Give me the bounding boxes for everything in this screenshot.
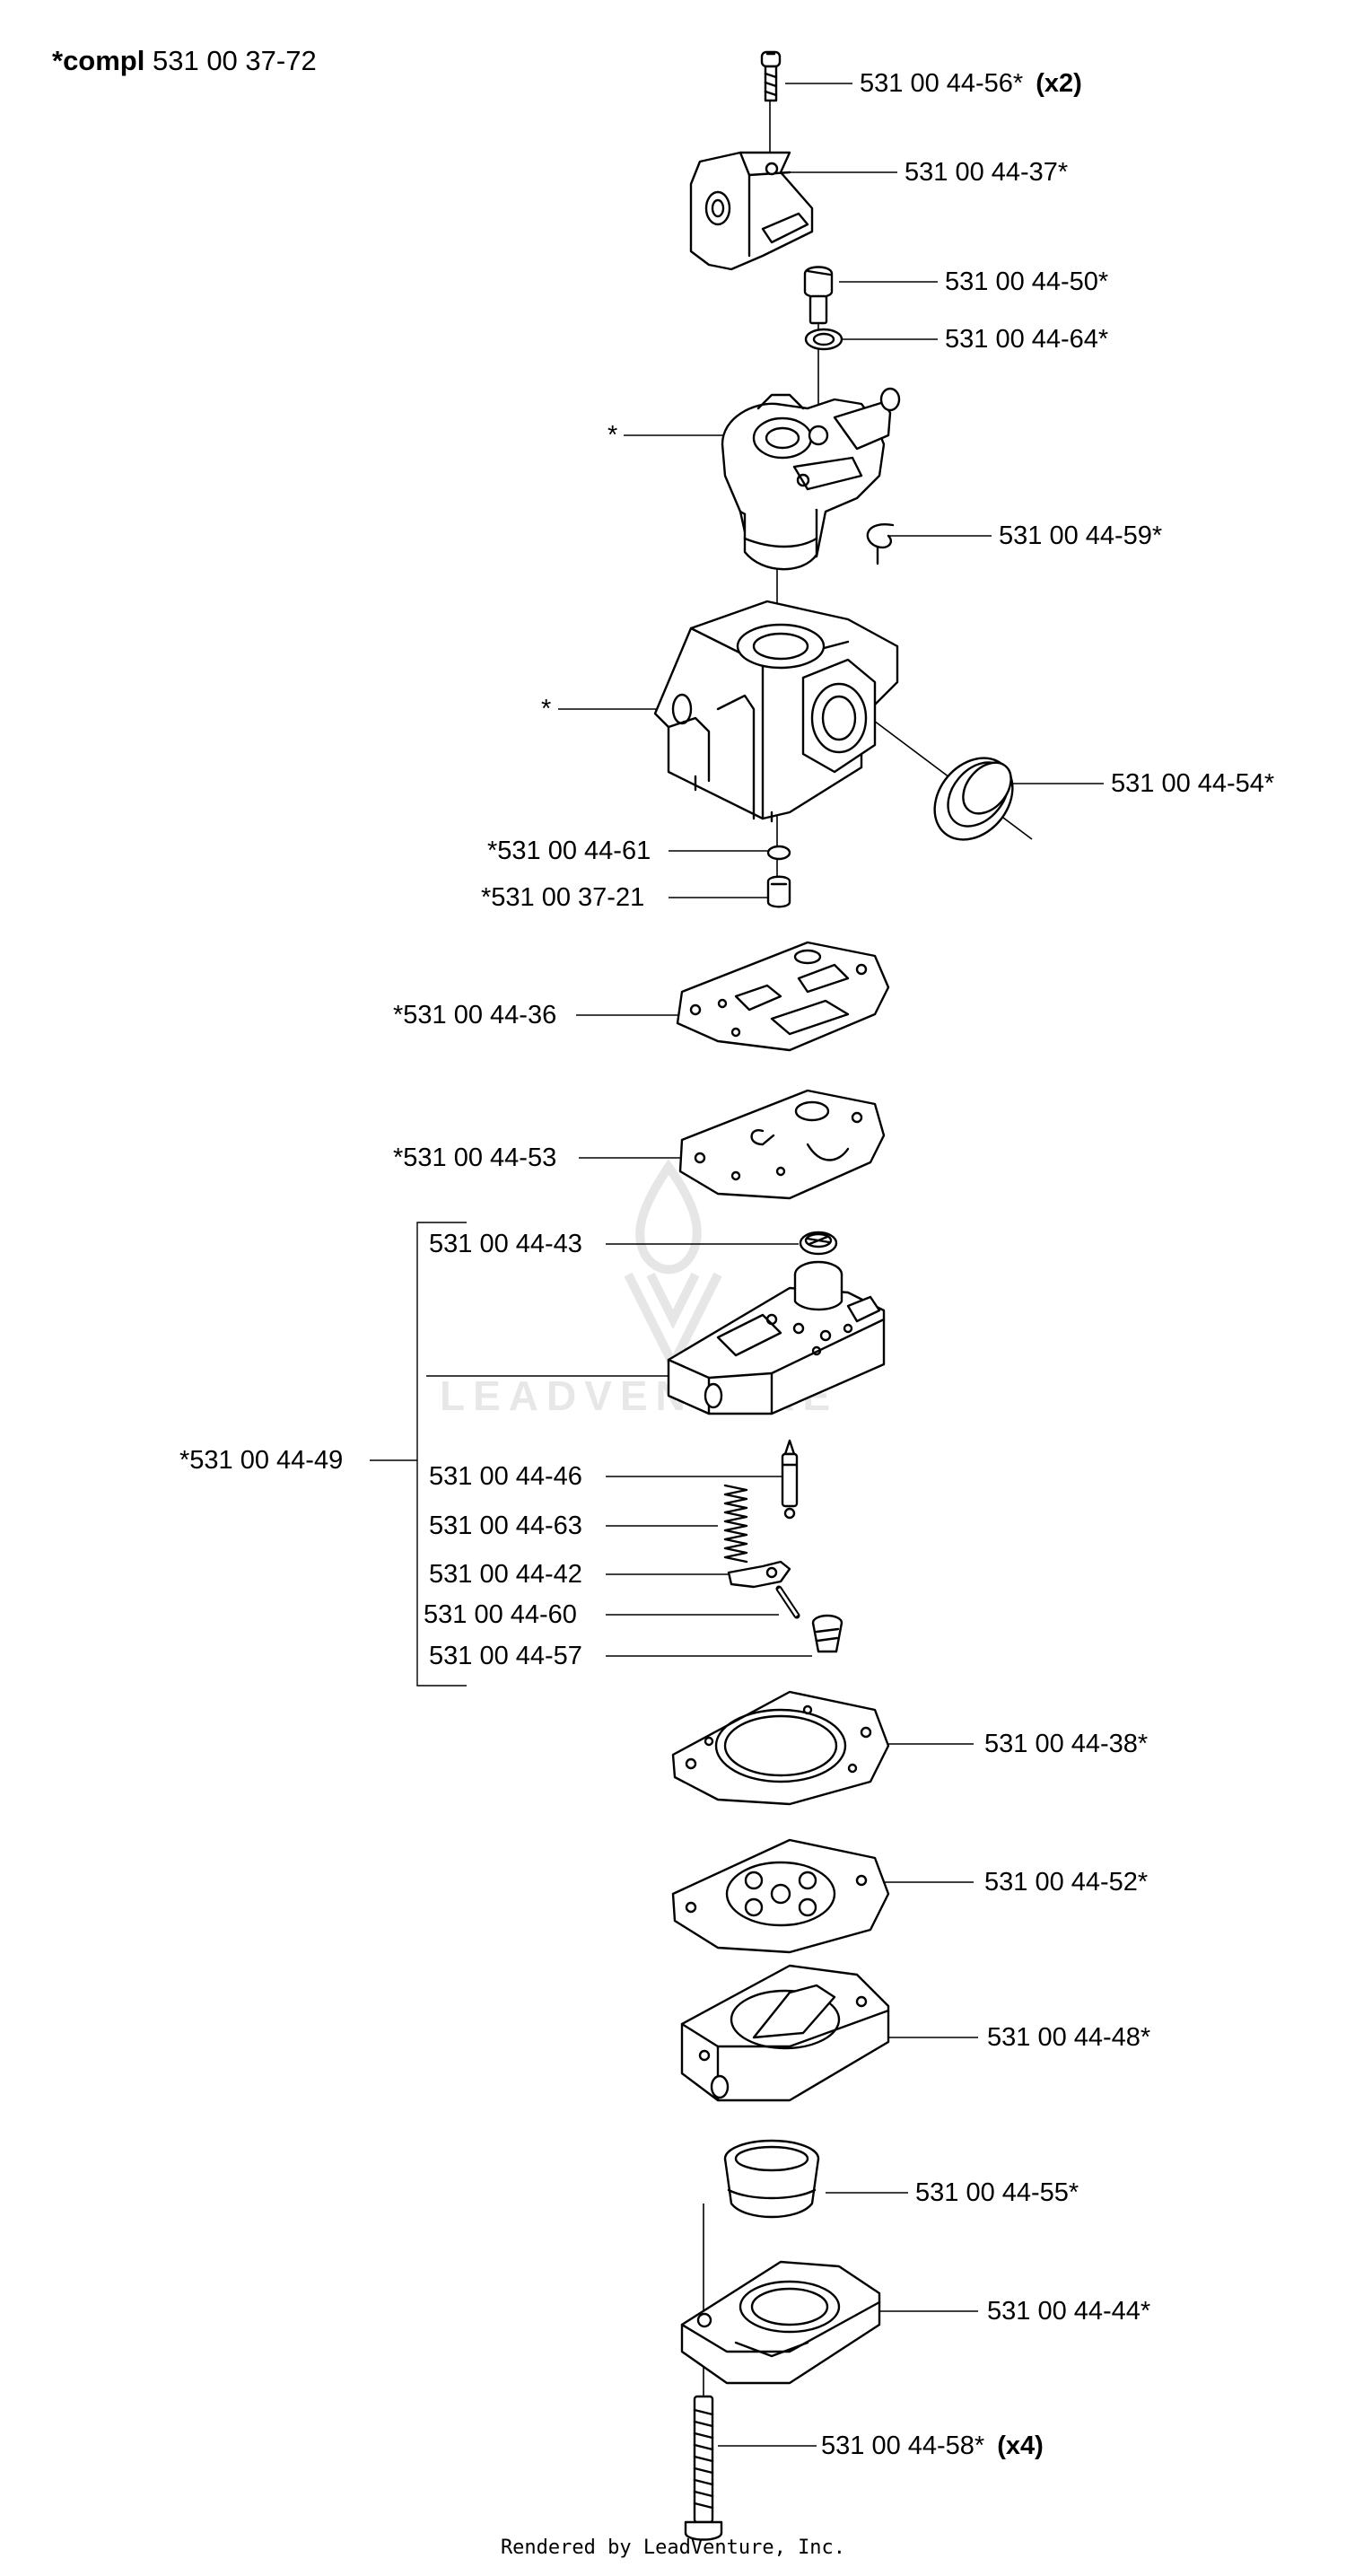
throttle-housing bbox=[721, 387, 901, 571]
callout-531-00-44-63[interactable]: 531 00 44-63 bbox=[429, 1511, 582, 1540]
quantity: (x4) bbox=[997, 2431, 1044, 2460]
lever-screw-44-57 bbox=[811, 1614, 843, 1653]
callout-531-00-44-52[interactable]: 531 00 44-52* bbox=[984, 1868, 1149, 1897]
seal-ring-44-54 bbox=[933, 757, 1014, 841]
diaphragm-44-52 bbox=[671, 1838, 890, 1954]
callout-531-00-44-56[interactable]: 531 00 44-56* (x2) bbox=[860, 68, 1082, 99]
callout-carburetor-body-asterisk[interactable]: * bbox=[541, 695, 552, 723]
callout-531-00-44-55[interactable]: 531 00 44-55* bbox=[915, 2178, 1079, 2207]
quantity: (x2) bbox=[1036, 69, 1082, 98]
screw-44-56 bbox=[760, 50, 782, 102]
callout-531-00-44-42[interactable]: 531 00 44-42 bbox=[429, 1560, 582, 1589]
callout-531-00-44-37[interactable]: 531 00 44-37* bbox=[905, 158, 1069, 187]
primer-flange-44-44 bbox=[680, 2260, 881, 2385]
clip-44-59 bbox=[866, 523, 895, 565]
carburetor-body bbox=[653, 600, 899, 823]
lever-pin-44-60 bbox=[775, 1585, 800, 1619]
metering-lever-44-42 bbox=[727, 1560, 791, 1589]
callout-531-00-44-44[interactable]: 531 00 44-44* bbox=[987, 2297, 1151, 2326]
part-number: 531 00 44-58* bbox=[821, 2431, 985, 2460]
callout-531-00-44-36[interactable]: *531 00 44-36 bbox=[393, 1001, 557, 1030]
callout-531-00-44-57[interactable]: 531 00 44-57 bbox=[429, 1642, 582, 1670]
throttle-bracket-44-37 bbox=[689, 151, 814, 271]
callout-531-00-44-46[interactable]: 531 00 44-46 bbox=[429, 1462, 582, 1491]
callout-531-00-44-64[interactable]: 531 00 44-64* bbox=[945, 325, 1109, 354]
callout-531-00-44-61[interactable]: *531 00 44-61 bbox=[487, 837, 651, 865]
o-ring-44-61 bbox=[766, 845, 791, 861]
gasket-44-38 bbox=[671, 1690, 890, 1806]
filter-screen-44-43 bbox=[799, 1231, 838, 1256]
callout-531-00-44-58[interactable]: 531 00 44-58* (x4) bbox=[821, 2431, 1044, 2461]
gasket-44-36 bbox=[676, 941, 890, 1052]
callout-531-00-44-60[interactable]: 531 00 44-60 bbox=[424, 1600, 577, 1629]
callout-531-00-44-53[interactable]: *531 00 44-53 bbox=[393, 1143, 557, 1172]
diaphragm-cover-44-48 bbox=[680, 1964, 890, 2102]
title-prefix: *compl bbox=[52, 45, 145, 76]
part-number: 531 00 44-56* bbox=[860, 69, 1024, 98]
callout-531-00-37-21[interactable]: *531 00 37-21 bbox=[481, 883, 645, 912]
footer-credit: Rendered by LeadVenture, Inc. bbox=[500, 2537, 846, 2559]
gasket-44-53 bbox=[678, 1089, 886, 1200]
callout-throttle-housing-asterisk[interactable]: * bbox=[607, 421, 618, 450]
primer-bulb-44-55 bbox=[723, 2139, 820, 2219]
title-assembly-number: 531 00 37-72 bbox=[152, 45, 317, 76]
callout-531-00-44-59[interactable]: 531 00 44-59* bbox=[999, 521, 1163, 550]
callout-531-00-44-54[interactable]: 531 00 44-54* bbox=[1111, 769, 1275, 798]
callout-531-00-44-43[interactable]: 531 00 44-43 bbox=[429, 1230, 582, 1258]
callout-531-00-44-38[interactable]: 531 00 44-38* bbox=[984, 1730, 1149, 1758]
cover-screw-44-58 bbox=[684, 2395, 723, 2541]
idle-screw-44-50 bbox=[803, 266, 834, 325]
jet-37-21 bbox=[766, 875, 791, 908]
leader-lines bbox=[370, 83, 1104, 2447]
callout-531-00-44-50[interactable]: 531 00 44-50* bbox=[945, 267, 1109, 296]
spring-44-63 bbox=[723, 1484, 748, 1564]
inlet-needle-44-46 bbox=[781, 1439, 799, 1520]
callout-531-00-44-48[interactable]: 531 00 44-48* bbox=[987, 2023, 1151, 2052]
metering-body bbox=[667, 1260, 886, 1415]
assembly-title: *compl 531 00 37-72 bbox=[52, 45, 317, 77]
callout-531-00-44-49[interactable]: *531 00 44-49 bbox=[179, 1446, 344, 1475]
o-ring-44-64 bbox=[804, 328, 843, 351]
